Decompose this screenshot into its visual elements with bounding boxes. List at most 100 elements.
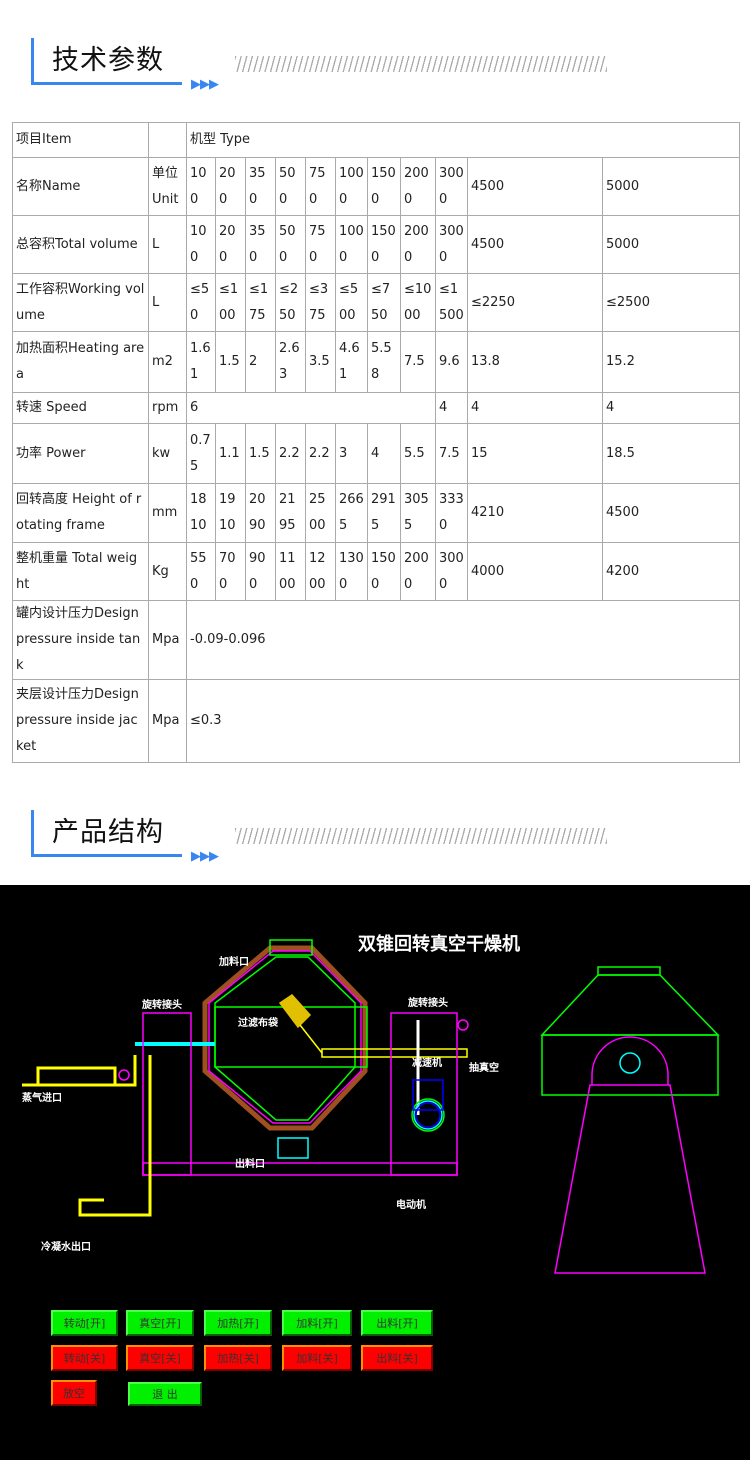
table-cell: 2 xyxy=(245,331,276,393)
row-unit: Mpa xyxy=(148,679,187,763)
machine-drawing xyxy=(22,939,720,1274)
button-on-4[interactable]: 出料[开] xyxy=(361,1310,433,1336)
table-cell: 1100 xyxy=(275,542,306,601)
table-cell: 1.61 xyxy=(186,331,216,393)
diagram-title: 双锥回转真空干燥机 xyxy=(358,934,520,955)
table-cell: 6 xyxy=(186,392,436,424)
table-cell: 1000 xyxy=(335,157,368,216)
button-off-1[interactable]: 真空[关] xyxy=(126,1345,194,1371)
row-label: 功率 Power xyxy=(12,423,149,484)
table-cell: 3000 xyxy=(435,157,468,216)
table-cell: ≤0.3 xyxy=(185,679,741,763)
table-cell: 7.5 xyxy=(435,423,468,484)
table-cell: 4500 xyxy=(467,157,603,216)
table-cell: 4 xyxy=(601,392,741,424)
table-cell: ≤100 xyxy=(215,273,246,332)
table-cell: 4 xyxy=(467,392,603,424)
row-unit: 单位Unit xyxy=(148,157,187,216)
row-label: 罐内设计压力Design pressure inside tank xyxy=(12,600,149,680)
button-off-4[interactable]: 出料[关] xyxy=(361,1345,433,1371)
table-cell: 15 xyxy=(467,423,603,484)
table-cell: 3000 xyxy=(435,215,468,274)
table-cell: 2665 xyxy=(335,483,368,543)
button-on-3[interactable]: 加料[开] xyxy=(282,1310,352,1336)
table-cell: 2000 xyxy=(400,542,436,601)
label-steam-inlet: 蒸气进口 xyxy=(22,1093,62,1104)
label-feed-port: 加料口 xyxy=(219,957,249,968)
table-cell: 7.5 xyxy=(400,331,436,393)
button-on-1[interactable]: 真空[开] xyxy=(126,1310,194,1336)
button-off-2[interactable]: 加热[关] xyxy=(204,1345,272,1371)
table-cell: 1300 xyxy=(335,542,368,601)
table-cell: 18.5 xyxy=(601,423,741,484)
filter-bag xyxy=(278,994,312,1029)
side-view xyxy=(540,966,720,1274)
table-cell: 1200 xyxy=(305,542,336,601)
table-cell: 5000 xyxy=(601,215,741,274)
table-cell: 3000 xyxy=(435,542,468,601)
row-unit: kw xyxy=(148,423,187,484)
table-cell: 4200 xyxy=(601,542,741,601)
table-cell: 4500 xyxy=(601,483,741,543)
row-unit: mm xyxy=(148,483,187,543)
table-cell: 750 xyxy=(305,157,336,216)
section-title: 产品结构 xyxy=(52,817,164,848)
hatch-decoration xyxy=(235,828,607,844)
table-cell: ≤1000 xyxy=(400,273,436,332)
table-cell: ≤500 xyxy=(335,273,368,332)
row-unit: Kg xyxy=(148,542,187,601)
table-cell: 3.5 xyxy=(305,331,336,393)
arrows-icon: ▶▶▶ xyxy=(191,849,219,864)
table-cell: 2.2 xyxy=(305,423,336,484)
table-cell: ≤175 xyxy=(245,273,276,332)
table-cell: 4.61 xyxy=(335,331,368,393)
table-cell: 4 xyxy=(367,423,401,484)
table-cell: 2500 xyxy=(305,483,336,543)
table-cell: 200 xyxy=(215,157,246,216)
table-cell: 5.5 xyxy=(400,423,436,484)
table-cell: 5.58 xyxy=(367,331,401,393)
table-cell: 100 xyxy=(186,157,216,216)
table-cell: 2915 xyxy=(367,483,401,543)
row-label: 转速 Speed xyxy=(12,392,149,424)
table-cell: 100 xyxy=(186,215,216,274)
table-cell: 500 xyxy=(275,215,306,274)
row-label: 工作容积Working volume xyxy=(12,273,149,332)
accent-underline xyxy=(31,854,182,857)
button-on-2[interactable]: 加热[开] xyxy=(204,1310,272,1336)
row-label: 夹层设计压力Design pressure inside jacket xyxy=(12,679,149,763)
row-label: 名称Name xyxy=(12,157,149,216)
accent-bar xyxy=(31,810,34,856)
vent-button[interactable]: 放空 xyxy=(51,1380,97,1406)
button-off-0[interactable]: 转动[关] xyxy=(51,1345,118,1371)
table-cell: 4210 xyxy=(467,483,603,543)
section-header-structure: 产品结构 ▶▶▶ xyxy=(0,802,750,882)
arrows-icon: ▶▶▶ xyxy=(191,77,219,92)
row-label: 加热面积Heating area xyxy=(12,331,149,393)
table-cell: ≤50 xyxy=(186,273,216,332)
button-on-0[interactable]: 转动[开] xyxy=(51,1310,118,1336)
table-cell: 500 xyxy=(275,157,306,216)
hatch-decoration xyxy=(235,56,607,72)
table-cell: 2195 xyxy=(275,483,306,543)
row-unit: Mpa xyxy=(148,600,187,680)
button-off-3[interactable]: 加料[关] xyxy=(282,1345,352,1371)
label-reducer: 减速机 xyxy=(412,1058,442,1069)
label-vacuum: 抽真空 xyxy=(469,1063,499,1074)
exit-button[interactable]: 退 出 xyxy=(128,1382,202,1406)
table-cell: 1.5 xyxy=(245,423,276,484)
accent-bar xyxy=(31,38,34,84)
table-cell: 1.5 xyxy=(215,331,246,393)
table-cell: 1500 xyxy=(367,215,401,274)
table-cell: 9.6 xyxy=(435,331,468,393)
header-cell xyxy=(148,122,187,158)
table-cell: 1910 xyxy=(215,483,246,543)
header-cell: 机型 Type xyxy=(185,122,741,158)
